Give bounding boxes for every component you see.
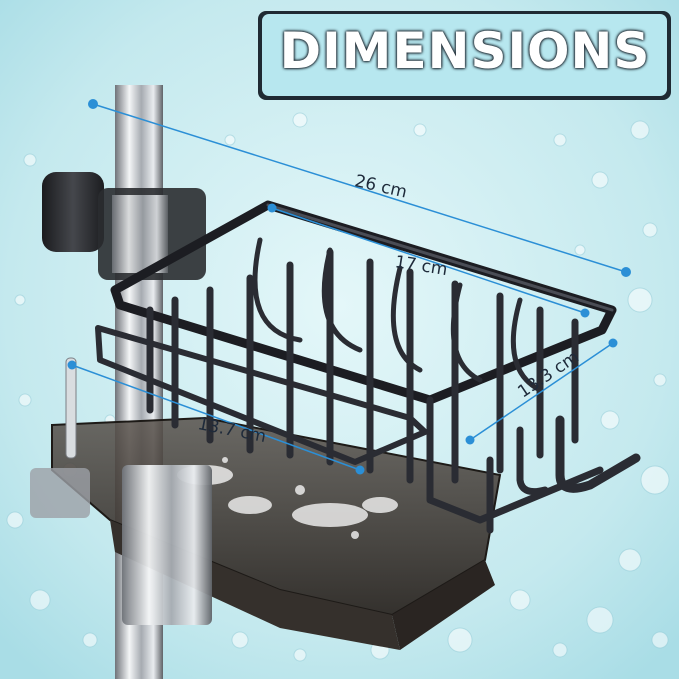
towel-bar-post [65, 357, 77, 459]
side-hook [555, 415, 641, 493]
dimension-lines [67, 99, 631, 475]
title-box: DIMENSIONS [260, 14, 670, 98]
wire-basket [95, 200, 617, 534]
page-title: DIMENSIONS [279, 22, 651, 80]
clamp-knob [42, 172, 104, 252]
water-droplets [6, 112, 670, 662]
